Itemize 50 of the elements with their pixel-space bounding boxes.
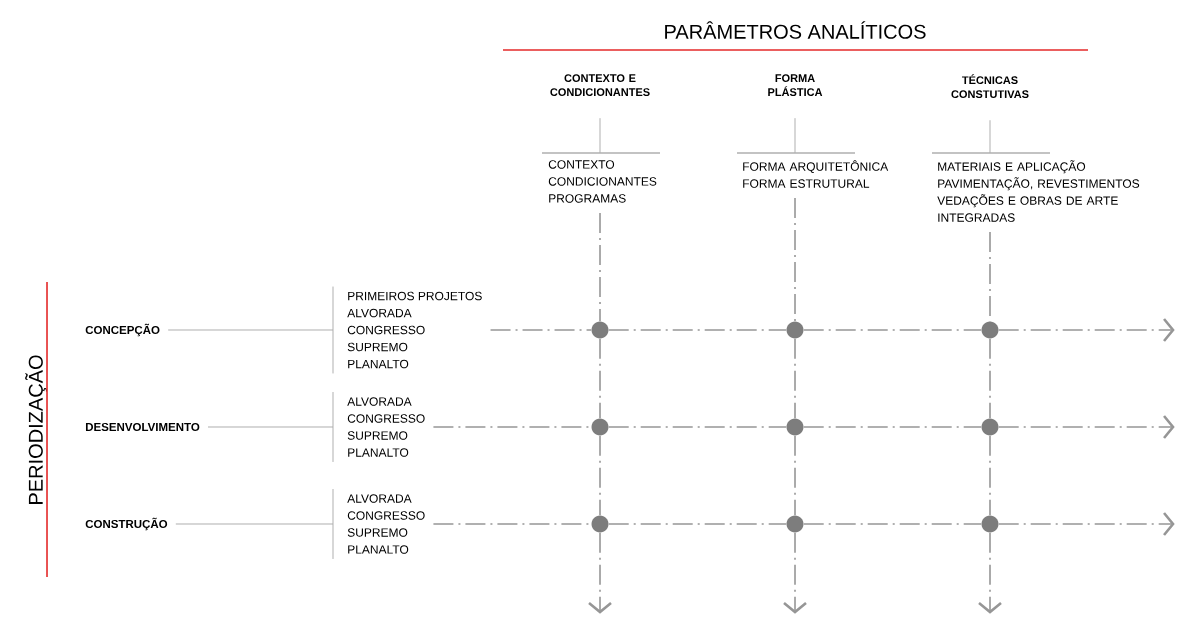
dash-dot-line-arrow bbox=[783, 531, 807, 614]
dash-dot-line bbox=[802, 329, 983, 331]
dash-dot-line-arrow bbox=[997, 415, 1175, 439]
grid-dot bbox=[981, 515, 999, 533]
grid-dot bbox=[591, 515, 609, 533]
item-list: MATERIAIS E APLICAÇÃO PAVIMENTAÇÃO, REVESTIMENTOS VEDAÇÕES E OBRAS DE ARTE INTEGRADAS bbox=[931, 152, 1140, 222]
grid-dot bbox=[786, 321, 804, 339]
column-heading: FORMA PLÁSTICA bbox=[768, 74, 823, 96]
row-heading: DESENVOLVIMENTO bbox=[86, 422, 200, 432]
grid-dot bbox=[591, 418, 609, 436]
dash-dot-line-arrow bbox=[997, 512, 1175, 536]
dash-dot-line bbox=[802, 523, 983, 525]
dash-dot-line bbox=[794, 337, 796, 420]
dash-dot-line bbox=[989, 337, 991, 420]
connector-line bbox=[167, 329, 334, 331]
connector-line bbox=[599, 117, 601, 154]
dash-dot-line bbox=[599, 212, 601, 323]
item-list: ALVORADA CONGRESSO SUPREMO PLANALTO bbox=[332, 391, 425, 463]
connector-line bbox=[794, 117, 796, 154]
item-list: ALVORADA CONGRESSO SUPREMO PLANALTO bbox=[332, 488, 425, 560]
dash-dot-line bbox=[794, 197, 796, 323]
item-list: FORMA ARQUITETÔNICA FORMA ESTRUTURAL bbox=[736, 152, 889, 188]
connector-line bbox=[175, 523, 334, 525]
dash-dot-line bbox=[607, 329, 788, 331]
connector-line bbox=[989, 119, 991, 154]
dash-dot-line bbox=[607, 523, 788, 525]
grid-dot bbox=[981, 418, 999, 436]
grid-dot bbox=[786, 418, 804, 436]
dash-dot-line-arrow bbox=[588, 531, 612, 614]
dash-dot-line bbox=[599, 337, 601, 420]
grid-dot bbox=[591, 321, 609, 339]
dash-dot-line bbox=[989, 434, 991, 517]
dash-dot-line bbox=[802, 426, 983, 428]
row-heading: CONSTRUÇÃO bbox=[85, 517, 168, 531]
dash-dot-line-arrow bbox=[997, 318, 1175, 342]
dash-dot-line bbox=[599, 434, 601, 517]
grid-dot bbox=[786, 515, 804, 533]
column-heading: TÉCNICAS CONSTUTIVAS bbox=[951, 74, 1029, 99]
dash-dot-line bbox=[489, 329, 593, 331]
column-heading: CONTEXTO E CONDICIONANTES bbox=[550, 74, 650, 96]
dash-dot-line bbox=[607, 426, 788, 428]
item-list: PRIMEIROS PROJETOS ALVORADA CONGRESSO SUPREMO PLANALTO bbox=[332, 286, 482, 374]
section-title: PARÂMETROS ANALÍTICOS bbox=[665, 21, 926, 39]
grid-dot bbox=[981, 321, 999, 339]
row-heading: CONCEPÇÃO bbox=[85, 323, 160, 337]
section-title: PERIODIZAÇÃO bbox=[25, 355, 47, 504]
dash-dot-line bbox=[794, 434, 796, 517]
connector-line bbox=[207, 426, 334, 428]
item-list: CONTEXTO CONDICIONANTES PROGRAMAS bbox=[541, 152, 661, 203]
dash-dot-line-arrow bbox=[978, 531, 1002, 614]
